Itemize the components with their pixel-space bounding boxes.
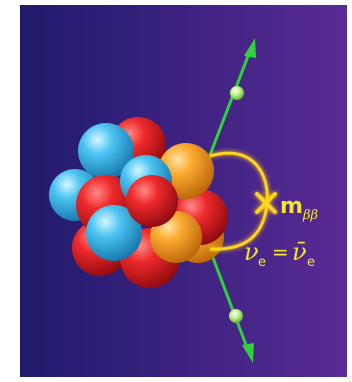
mass-symbol: m [280,194,303,219]
nu-symbol: ν [244,238,259,266]
nucleon [126,175,178,227]
lower-electron-dot [229,309,243,323]
upper-electron-dot [230,86,244,100]
nubar-subscript: e [307,255,315,270]
equals-sign: = [272,240,289,264]
diagram-canvas: m ββ ν e = ν̄ e [20,5,347,377]
nubar-symbol: ν̄ [292,238,307,266]
mass-subscript: ββ [302,208,318,223]
double-beta-decay-diagram: m ββ ν e = ν̄ e [20,5,347,377]
nu-subscript: e [258,255,266,270]
